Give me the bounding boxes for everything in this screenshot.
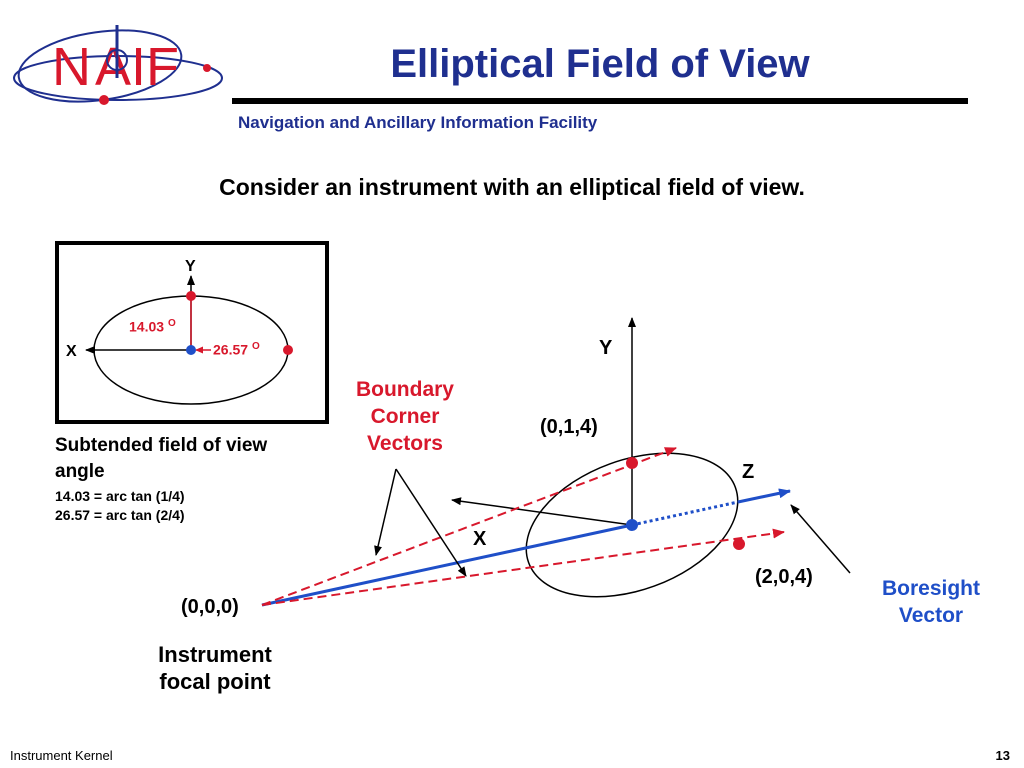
coord-0-0-0: (0,0,0) — [181, 596, 239, 618]
boresight-vector-label: Boresight Vector — [881, 577, 980, 627]
instrument-focal-point-label: Instrument focal point — [158, 642, 272, 694]
inset-angle-x: 26.57 O — [213, 341, 260, 358]
logo-spacecraft-icon — [106, 49, 128, 71]
inset-right-point — [283, 345, 293, 355]
boresight-solid-line — [261, 523, 633, 607]
arctan-note-2: 26.57 = arc tan (2/4) — [55, 507, 185, 523]
boresight-dotted-line — [631, 500, 739, 527]
y-axis-label: Y — [599, 337, 613, 359]
callout-boundary-2 — [395, 468, 467, 577]
slide-subtitle: Navigation and Ancillary Information Fac… — [238, 113, 598, 132]
inset-center-point — [186, 345, 196, 355]
logo-dot — [99, 95, 109, 105]
boundary-corner-vectors-label: Boundary Corner Vectors — [355, 378, 454, 455]
slide-title: Elliptical Field of View — [390, 42, 810, 86]
boundary-vector-top — [261, 447, 677, 606]
coord-2-0-4: (2,0,4) — [755, 566, 813, 588]
footer-label: Instrument Kernel — [10, 748, 113, 763]
inset-angle-y: 14.03 O — [129, 318, 176, 335]
boresight-center-point — [626, 519, 638, 531]
fov-angle-note: Subtended field of view angle — [55, 435, 268, 482]
page-number: 13 — [995, 748, 1010, 763]
z-axis-label: Z — [742, 461, 755, 483]
logo-dot-2 — [203, 64, 211, 72]
x-axis — [451, 497, 633, 526]
callout-boundary-1 — [374, 468, 397, 556]
fov-ellipse — [525, 452, 739, 598]
title-rule — [232, 98, 968, 104]
boundary-vector-right — [261, 528, 785, 606]
arctan-note-1: 14.03 = arc tan (1/4) — [55, 488, 185, 504]
inset-x-label: X — [66, 343, 77, 360]
coord-0-1-4: (0,1,4) — [540, 416, 598, 438]
boresight-arrow — [737, 488, 791, 504]
point-2-0-4 — [733, 538, 745, 550]
intro-text: Consider an instrument with an elliptica… — [219, 174, 805, 200]
inset-top-point — [186, 291, 196, 301]
x-axis-label: X — [473, 528, 487, 550]
inset-y-label: Y — [185, 258, 196, 275]
naif-logo: NAIF — [13, 25, 223, 105]
callout-boresight — [790, 504, 851, 574]
point-0-1-4 — [626, 457, 638, 469]
